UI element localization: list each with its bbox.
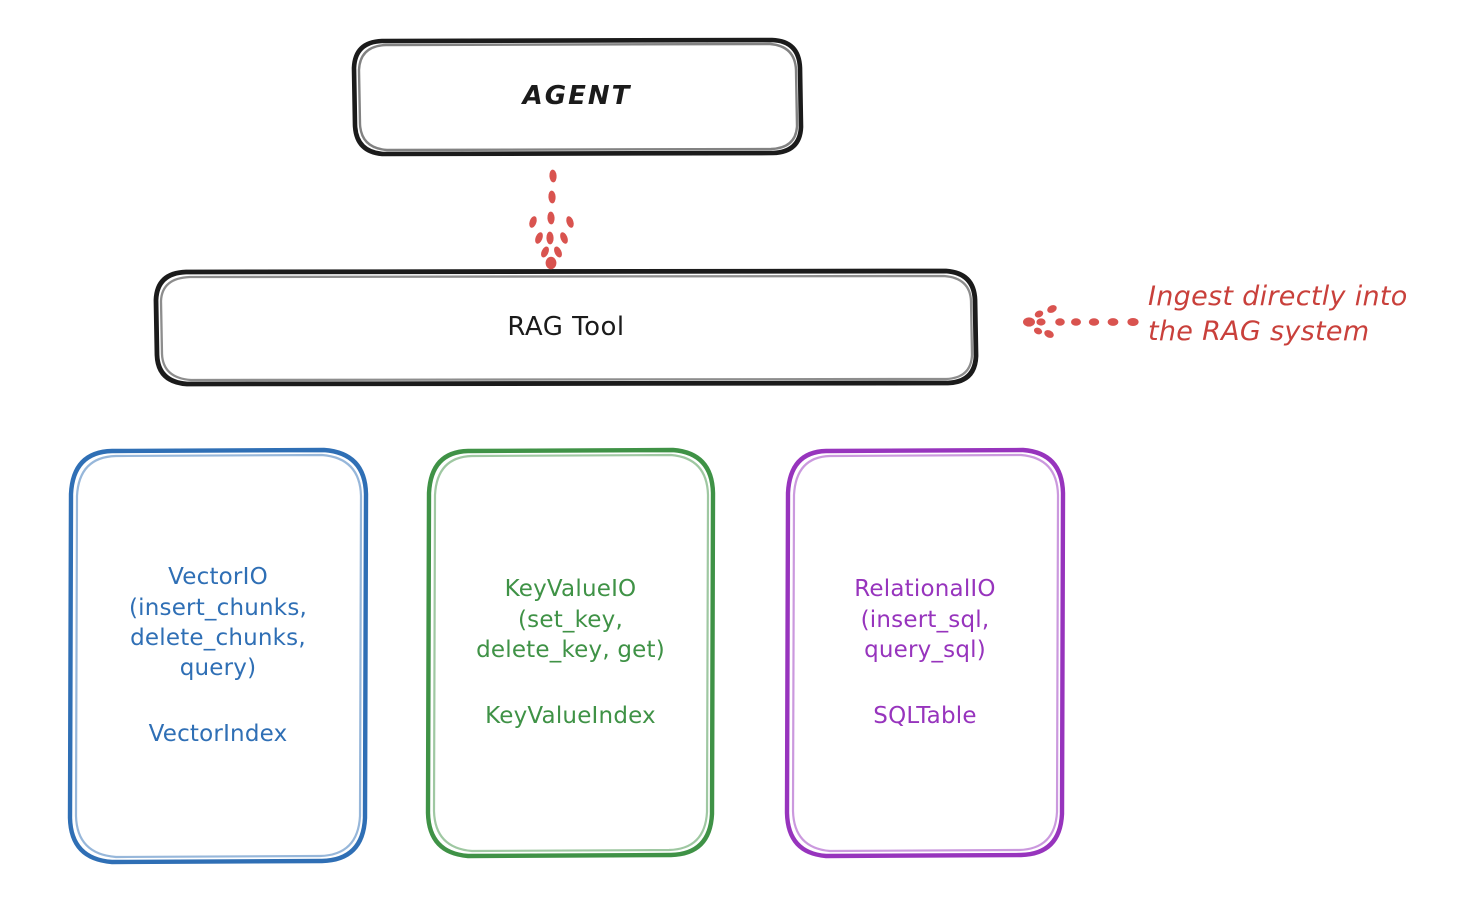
node-relational-io-text: RelationalIO (insert_sql, query_sql) SQLT… [846,574,1003,731]
node-agent-label: AGENT [522,81,632,112]
node-vector-io-text: VectorIO (insert_chunks, delete_chunks, … [121,562,315,749]
node-rag-tool[interactable]: RAG Tool [156,271,976,384]
node-relational-io[interactable]: RelationalIO (insert_sql, query_sql) SQLT… [787,450,1063,856]
node-key-value-io-sublabel: KeyValueIndex [485,703,656,730]
agent-to-rag-connector [529,169,574,270]
ingest-arrow-connector [1023,305,1139,338]
node-key-value-io[interactable]: KeyValueIO (set_key, delete_key, get) Key… [428,450,713,856]
node-vector-io[interactable]: VectorIO (insert_chunks, delete_chunks, … [70,450,366,862]
node-relational-io-sublabel: SQLTable [873,703,977,730]
node-vector-io-label: VectorIO (insert_chunks, delete_chunks, … [128,564,308,682]
node-key-value-io-label: KeyValueIO (set_key, delete_key, get) [476,576,665,664]
node-key-value-io-text: KeyValueIO (set_key, delete_key, get) Key… [468,574,673,731]
node-vector-io-sublabel: VectorIndex [148,721,288,748]
node-relational-io-label: RelationalIO (insert_sql, query_sql) [854,576,996,664]
node-rag-tool-label: RAG Tool [507,311,625,342]
node-agent[interactable]: AGENT [354,40,800,154]
ingest-annotation-text: Ingest directly into the RAG system [1148,281,1408,348]
